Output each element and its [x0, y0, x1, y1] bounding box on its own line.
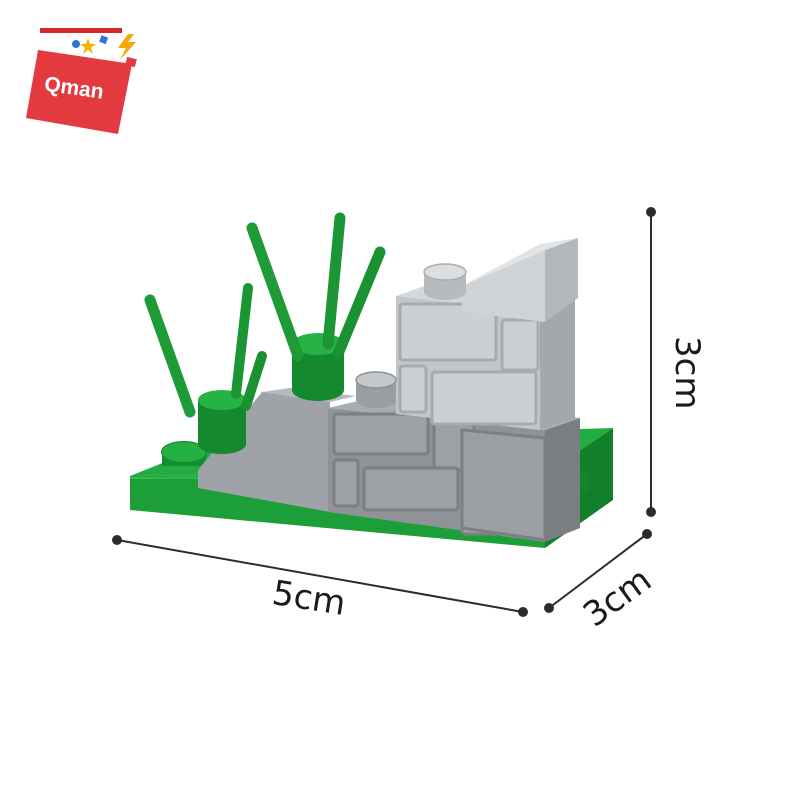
- height-label: 3cm: [667, 336, 707, 409]
- wall-stud-lower: [355, 371, 397, 408]
- wedge-brick-side: [545, 238, 578, 322]
- upper-wall-bricks: [398, 302, 540, 426]
- plant-right: [246, 212, 386, 401]
- logo-stripe: [40, 28, 122, 33]
- width-label: 5cm: [270, 573, 349, 624]
- logo-star-icon: [80, 38, 96, 54]
- logo-badge: [26, 50, 132, 134]
- upper-wall-right: [540, 300, 575, 430]
- height-line-top-dot: [646, 207, 656, 217]
- slope-brick-face: [198, 392, 330, 512]
- height-line-bottom-dot: [646, 507, 656, 517]
- lower-wall-corner-block: [460, 428, 547, 542]
- depth-line: [548, 533, 648, 609]
- wedge-brick-front: [462, 250, 545, 322]
- lower-wall-right: [545, 418, 580, 542]
- depth-line-right-dot: [642, 529, 652, 539]
- width-line-right-dot: [518, 607, 528, 617]
- width-line-left-dot: [112, 535, 122, 545]
- logo-small-mark: [125, 56, 137, 68]
- width-line: [116, 539, 524, 613]
- base-stud-top: [162, 442, 206, 462]
- brick-model: [129, 212, 613, 548]
- logo-bolt-icon: [118, 34, 136, 60]
- depth-line-left-dot: [544, 603, 554, 613]
- logo-square-icon: [99, 35, 109, 45]
- plant-left: [144, 283, 267, 454]
- depth-label: 3cm: [576, 560, 659, 636]
- dimension-lines: [112, 207, 656, 617]
- brand-logo: Qman: [26, 28, 137, 134]
- logo-dot-icon: [72, 40, 80, 48]
- wall-stud-upper: [423, 263, 467, 300]
